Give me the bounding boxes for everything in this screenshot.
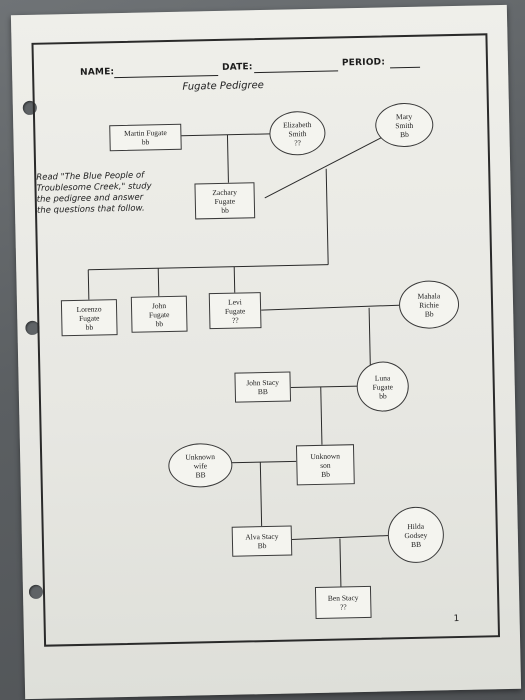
page-number: 1	[453, 614, 460, 625]
person-lorenzo-fugate: Lorenzo Fugate bb	[60, 299, 118, 337]
worksheet-page: NAME: DATE: PERIOD: Fugate Pedigree Read…	[10, 4, 522, 700]
line-to-alva	[259, 462, 263, 527]
line-to-children	[325, 168, 329, 265]
line-sibship	[88, 264, 329, 271]
line-to-lorenzo	[87, 269, 90, 300]
line-johnstacy-luna	[290, 385, 359, 388]
line-alva-hilda	[291, 534, 392, 540]
line-martin-elizabeth	[181, 133, 276, 137]
line-to-john	[157, 268, 160, 297]
person-john-fugate: John Fugate bb	[130, 295, 188, 333]
line-zachary-mary	[264, 137, 382, 199]
line-to-unknown-son	[320, 386, 323, 445]
line-wife-son	[230, 460, 297, 464]
line-levi-mahala	[261, 304, 400, 311]
person-zachary-fugate: Zachary Fugate bb	[194, 182, 256, 220]
pedigree-connectors	[87, 133, 400, 587]
line-to-levi	[233, 266, 236, 293]
person-ben-stacy: Ben Stacy ??	[314, 585, 372, 620]
person-martin-fugate: Martin Fugate bb	[109, 123, 182, 152]
person-john-stacy: John Stacy BB	[234, 371, 292, 403]
line-to-ben	[339, 538, 342, 587]
line-to-luna	[368, 307, 371, 370]
person-levi-fugate: Levi Fugate ??	[208, 292, 262, 330]
person-alva-stacy: Alva Stacy Bb	[231, 525, 293, 557]
person-unknown-son: Unknown son Bb	[295, 444, 355, 486]
line-to-zachary	[226, 134, 229, 183]
